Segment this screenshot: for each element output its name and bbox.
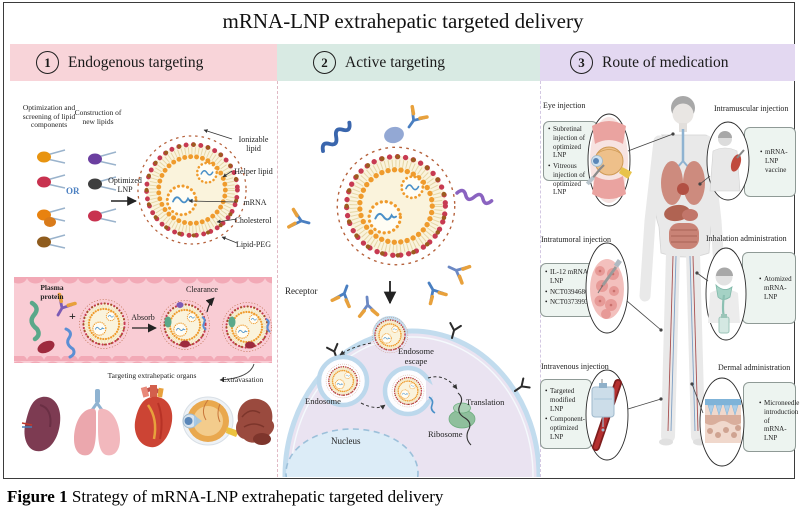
clearance-arrow [205, 297, 215, 313]
optimized-lnp-label: Optimized LNP [108, 176, 142, 195]
panel1-number-badge: 1 [36, 51, 59, 74]
lipid-library-icons [36, 149, 117, 249]
intramuscular-injection-magnifier [706, 121, 750, 201]
bullet-item: NCT03739931 [544, 298, 592, 307]
intratumoral-injection-magnifier [585, 242, 629, 334]
clearance-label: Clearance [186, 285, 218, 294]
nucleus-shape [285, 428, 419, 477]
intravenous-injection-box: Targeted modified LNP Component-optimize… [540, 379, 592, 449]
route-title-intratumoral: Intratumoral injection [541, 235, 611, 244]
endosome-b-escaping [382, 365, 440, 417]
target-cell [282, 315, 540, 477]
figure-caption: Figure 1 Strategy of mRNA-LNP extrahepat… [7, 487, 443, 507]
intratumoral-injection-box: IL-12 mRNA-LNP NCT03946800 NCT03739931 [540, 263, 594, 317]
eye-icon [182, 396, 239, 446]
route-title-intramuscular: Intramuscular injection [714, 104, 789, 113]
mrna-strand [457, 392, 472, 446]
optimized-lnp-structure [138, 136, 246, 244]
lnp-part-cholesterol: Cholesterol [234, 216, 272, 225]
eye-injection-magnifier [585, 113, 632, 207]
endosome-label: Endosome [305, 396, 341, 406]
ribosome-label: Ribosome [428, 429, 463, 439]
bullet-item: Atomized mRNA-LNP [758, 275, 793, 301]
magnifier-leader-lines [626, 132, 711, 414]
lnp-part-lipid-peg: Lipid-PEG [235, 240, 272, 249]
ribosome-icon [448, 402, 476, 429]
intravenous-injection-magnifier [585, 369, 629, 461]
vessel-lnp-corona [158, 298, 212, 352]
panel3-header: 3 Route of medication [540, 44, 795, 81]
route-title-inhalation: Inhalation administration [706, 234, 787, 243]
absorb-label: Absorb [131, 313, 155, 322]
optimization-label: Optimization and screening of lipid comp… [22, 103, 76, 130]
bullet-item: Subretinal injection of optimized LNP [547, 125, 595, 160]
bullet-item: mRNA-LNP vaccine [759, 148, 793, 174]
bullet-item: Targeted modified LNP [544, 387, 589, 413]
extravasation-arrow [219, 363, 255, 382]
trafficking-arrows [339, 342, 458, 410]
bullet-item: Component-optimized LNP [544, 415, 589, 441]
panel1-illustration [14, 129, 275, 456]
or-label: OR [66, 186, 80, 196]
receptor-label: Receptor [285, 286, 318, 296]
panel2-title: Active targeting [345, 53, 446, 71]
lnp-part-helper-lipid: Helper lipid [234, 167, 273, 176]
endosome-escape-label: Endosome escape [398, 346, 434, 366]
plus-sign: + [69, 309, 76, 323]
caption-text: Strategy of mRNA-LNP extrahepatic target… [67, 487, 444, 506]
spleen-icon [21, 396, 61, 452]
inhalation-administration-box: Atomized mRNA-LNP [742, 252, 796, 324]
lnp-part-ionizable-lipid: Ionizable lipid [238, 135, 269, 154]
heart-icon [134, 385, 173, 448]
panel3-illustration [585, 96, 750, 467]
panel2-number-badge: 2 [313, 51, 336, 74]
route-title-eye-injection: Eye injection [543, 101, 586, 110]
plasma-protein-icons [29, 292, 77, 359]
panel1-header: 1 Endogenous targeting [10, 44, 277, 81]
vessel-lnp-cleared [220, 300, 274, 354]
translation-label: Translation [466, 397, 505, 407]
brain-icon [236, 398, 275, 445]
dermal-administration-magnifier [699, 377, 745, 467]
panel3-number-badge: 3 [570, 51, 593, 74]
lungs-icon [74, 389, 120, 456]
panel2-header: 2 Active targeting [277, 44, 540, 81]
construction-label: Construction of new lipids [74, 108, 122, 126]
bullet-item: NCT03946800 [544, 288, 592, 297]
lnp-part-mrna: mRNA [243, 198, 267, 207]
human-body-figure [639, 96, 727, 446]
panel1-panel2-divider [277, 81, 278, 477]
panel3-title: Route of medication [602, 53, 729, 71]
bullet-item: Microneedle introduction of mRNA-LNP [758, 399, 799, 443]
bullet-item: IL-12 mRNA-LNP [544, 268, 591, 286]
panel2-illustration [282, 104, 540, 477]
nucleus-label: Nucleus [331, 436, 361, 446]
endosome-a [316, 354, 370, 408]
targeted-lnp-structure [287, 104, 495, 318]
plasma-protein-label: Plasma protein [40, 283, 64, 301]
lnp-part-leaders [188, 129, 238, 244]
inhalation-administration-magnifier [705, 247, 747, 341]
targeting-organs-label: Targeting extrahepatic organs [107, 371, 197, 380]
route-title-dermal: Dermal administration [718, 363, 791, 372]
panel1-title: Endogenous targeting [68, 53, 204, 71]
bullet-item: Vitreous injection of optimized LNP [547, 162, 595, 197]
extravasation-label: Extravasation [222, 375, 264, 384]
route-title-intravenous: Intravenous injection [541, 362, 609, 371]
figure-title: mRNA-LNP extrahepatic targeted delivery [222, 9, 584, 33]
caption-label: Figure 1 [7, 487, 68, 506]
